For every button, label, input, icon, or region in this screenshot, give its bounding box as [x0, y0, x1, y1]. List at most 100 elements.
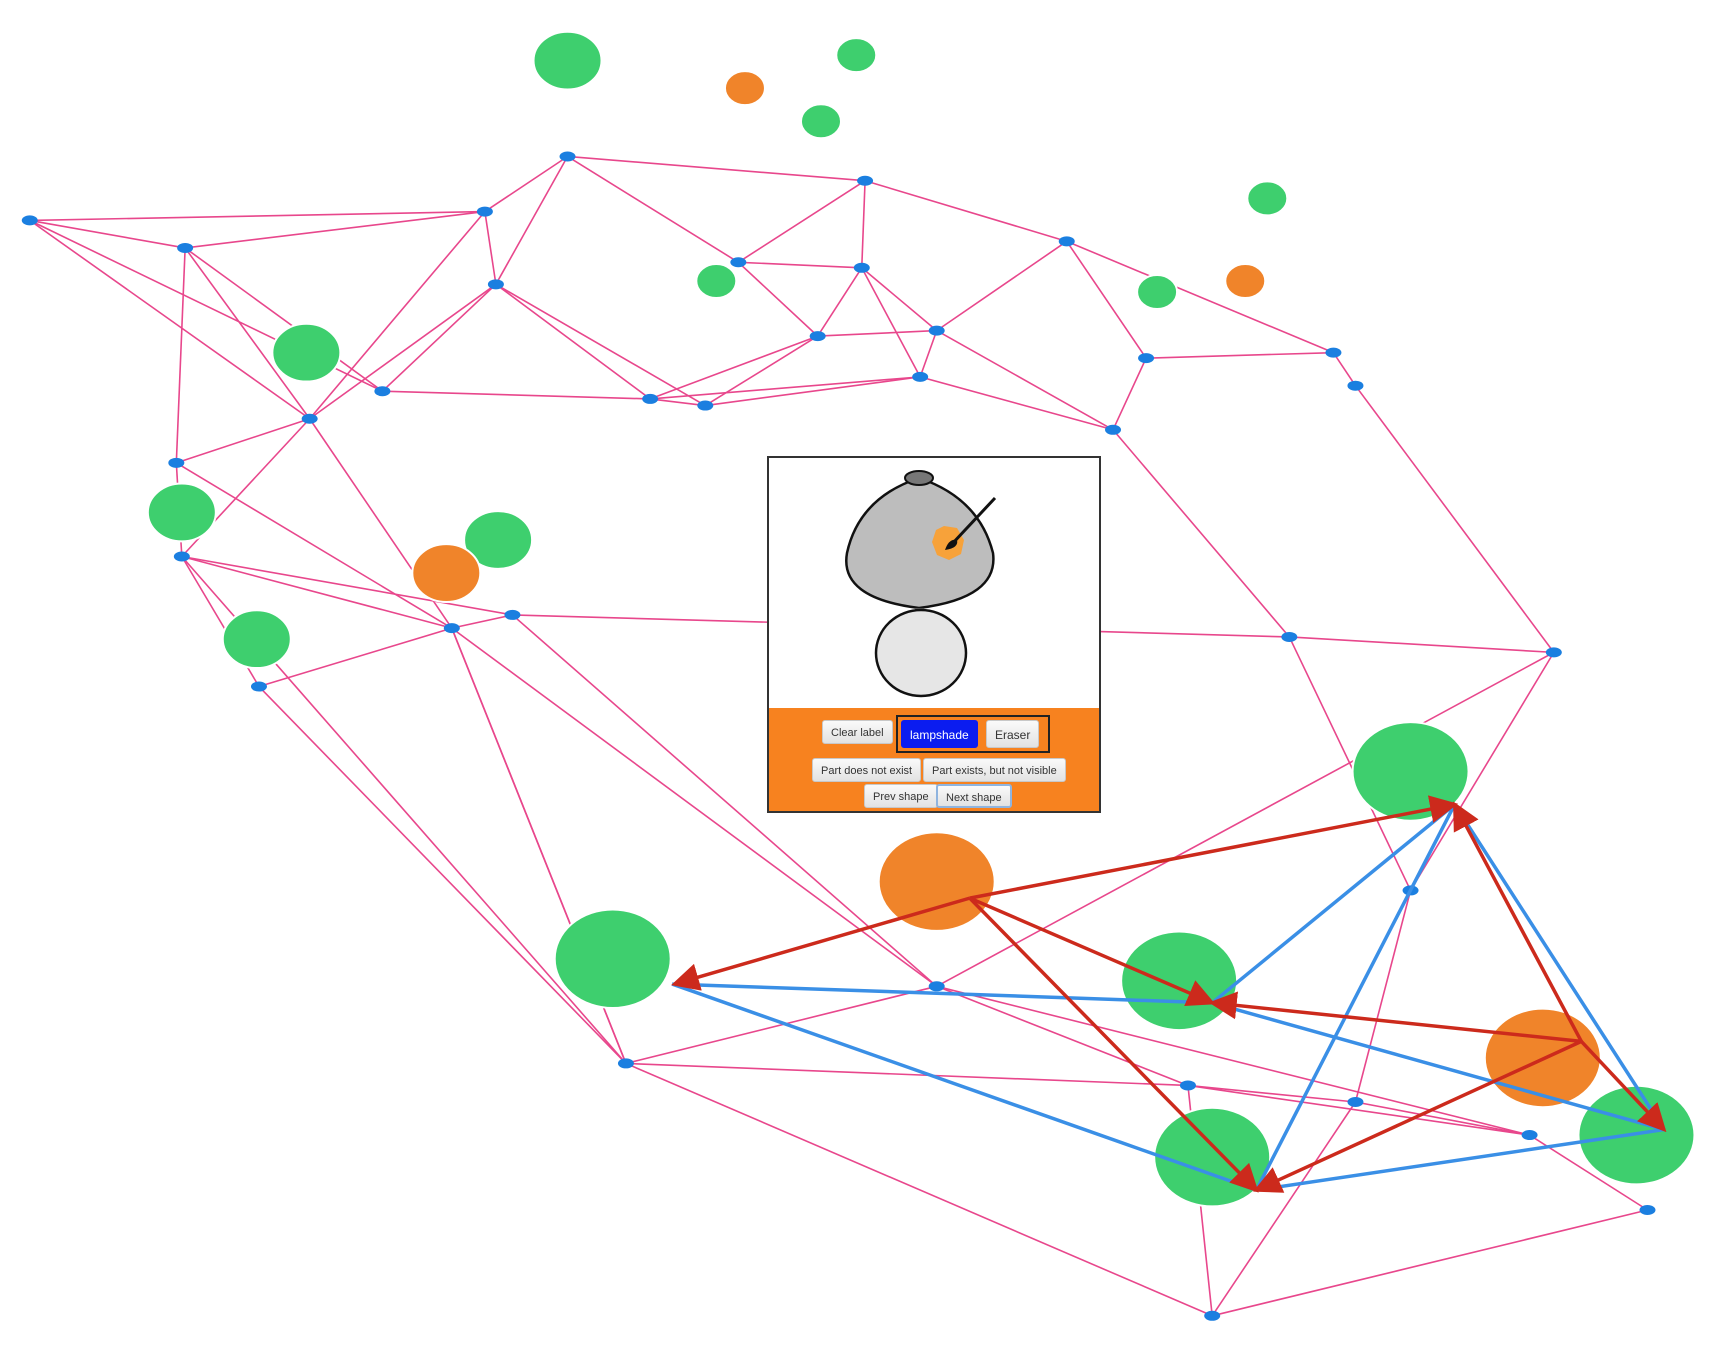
graph-node[interactable]: [487, 279, 504, 290]
graph-node[interactable]: [809, 331, 826, 342]
graph-edge: [382, 390, 651, 400]
graph-node[interactable]: [1325, 347, 1342, 358]
graph-edge: [181, 555, 513, 616]
graph-edge: [817, 329, 937, 337]
graph-edge: [175, 462, 453, 629]
desk-lamp-shape[interactable]: [1224, 263, 1267, 300]
label-toolbar: lampshade Eraser: [896, 715, 1050, 753]
graph-node[interactable]: [173, 551, 190, 562]
eraser-button[interactable]: Eraser: [986, 720, 1040, 748]
graph-node[interactable]: [642, 393, 659, 404]
clear-label-button[interactable]: Clear label: [822, 720, 893, 744]
graph-node[interactable]: [1204, 1310, 1221, 1321]
table-lamp-shape[interactable]: [1120, 930, 1239, 1032]
graph-edge: [1354, 385, 1555, 653]
pendant-lamp-shape[interactable]: [271, 322, 342, 383]
pendant-lamp-shape[interactable]: [532, 30, 603, 91]
graph-edge: [184, 247, 383, 392]
graph-edge: [511, 614, 938, 987]
graph-edge: [29, 210, 485, 222]
graph-edge: [1112, 429, 1290, 638]
graph-edge: [625, 985, 937, 1065]
graph-edge: [29, 219, 311, 420]
graph-node[interactable]: [617, 1058, 634, 1069]
similarity-edge: [671, 982, 1257, 1192]
pendant-lamp-shape[interactable]: [146, 482, 217, 543]
propagation-arrow: [969, 795, 1459, 900]
graph-node[interactable]: [504, 609, 521, 620]
street-lamp-shape[interactable]: [799, 103, 842, 140]
graph-edge: [650, 398, 706, 407]
prev-shape-button[interactable]: Prev shape: [864, 784, 938, 808]
graph-node[interactable]: [21, 215, 38, 226]
graph-node[interactable]: [912, 371, 929, 382]
graph-node[interactable]: [730, 257, 747, 268]
graph-edge: [860, 180, 866, 268]
desk-lamp-shape[interactable]: [1136, 274, 1179, 311]
desk-lamp-shape[interactable]: [1246, 180, 1289, 217]
graph-edge: [1146, 351, 1334, 359]
similarity-edge: [1453, 803, 1666, 1131]
graph-node[interactable]: [928, 981, 945, 992]
graph-node[interactable]: [301, 413, 318, 424]
propagation-arrow: [671, 896, 971, 991]
graph-edge: [738, 261, 862, 269]
graph-node[interactable]: [1058, 236, 1075, 247]
pendant-lamp-shape[interactable]: [411, 543, 482, 603]
graph-node[interactable]: [1179, 1080, 1196, 1091]
graph-edge: [861, 267, 921, 378]
graph-edge: [649, 335, 818, 400]
label-lampshade-button[interactable]: lampshade: [901, 720, 978, 748]
graph-node[interactable]: [1639, 1204, 1656, 1215]
graph-node[interactable]: [1545, 647, 1562, 658]
graph-node[interactable]: [1281, 631, 1298, 642]
graph-node[interactable]: [374, 386, 391, 397]
graph-edge: [567, 155, 739, 263]
graph-node[interactable]: [853, 262, 870, 273]
graph-node[interactable]: [1347, 1097, 1364, 1107]
graph-node[interactable]: [1138, 353, 1155, 364]
graph-node[interactable]: [559, 151, 576, 162]
graph-edge: [184, 247, 311, 420]
graph-node[interactable]: [1347, 380, 1364, 391]
graph-node[interactable]: [1521, 1130, 1538, 1141]
graph-node[interactable]: [697, 400, 714, 411]
graph-edge: [309, 211, 486, 420]
pendant-lamp-shape[interactable]: [221, 609, 292, 670]
graph-node[interactable]: [250, 681, 267, 692]
graph-node[interactable]: [928, 325, 945, 336]
graph-edge: [650, 376, 921, 400]
graph-edge: [737, 261, 819, 337]
graph-edge: [1066, 240, 1147, 359]
graph-edge: [1354, 890, 1412, 1103]
table-lamp-shape[interactable]: [877, 831, 996, 932]
graph-edge: [1187, 1084, 1530, 1136]
graph-edge: [176, 418, 310, 464]
graph-node[interactable]: [168, 457, 185, 468]
similarity-edge: [1211, 803, 1456, 1005]
street-lamp-shape[interactable]: [695, 263, 738, 300]
graph-node[interactable]: [177, 242, 194, 253]
graph-node[interactable]: [443, 623, 460, 634]
labeling-panel: Clear label lampshade Eraser Part does n…: [767, 456, 1101, 813]
table-lamp-shape[interactable]: [1153, 1106, 1272, 1208]
street-lamp-shape[interactable]: [723, 70, 766, 107]
graph-edge: [495, 156, 569, 285]
graph-node[interactable]: [857, 175, 874, 186]
table-lamp-shape[interactable]: [553, 908, 672, 1010]
similarity-edge: [1211, 1001, 1665, 1132]
graph-edge: [864, 179, 1067, 243]
street-lamp-shape[interactable]: [835, 37, 878, 74]
propagation-arrow: [968, 896, 1259, 1193]
next-shape-button[interactable]: Next shape: [936, 784, 1012, 808]
brush-stroke: [932, 526, 964, 560]
part-not-visible-button[interactable]: Part exists, but not visible: [923, 758, 1066, 782]
part-not-exist-button[interactable]: Part does not exist: [812, 758, 922, 782]
shape-preview[interactable]: [769, 458, 1099, 708]
graph-node[interactable]: [476, 206, 493, 217]
graph-edge: [1187, 1084, 1356, 1103]
pendant-lamp-shape[interactable]: [463, 510, 534, 570]
propagation-arrow: [1580, 1040, 1667, 1133]
graph-edge: [258, 685, 627, 1064]
graph-node[interactable]: [1105, 424, 1122, 435]
